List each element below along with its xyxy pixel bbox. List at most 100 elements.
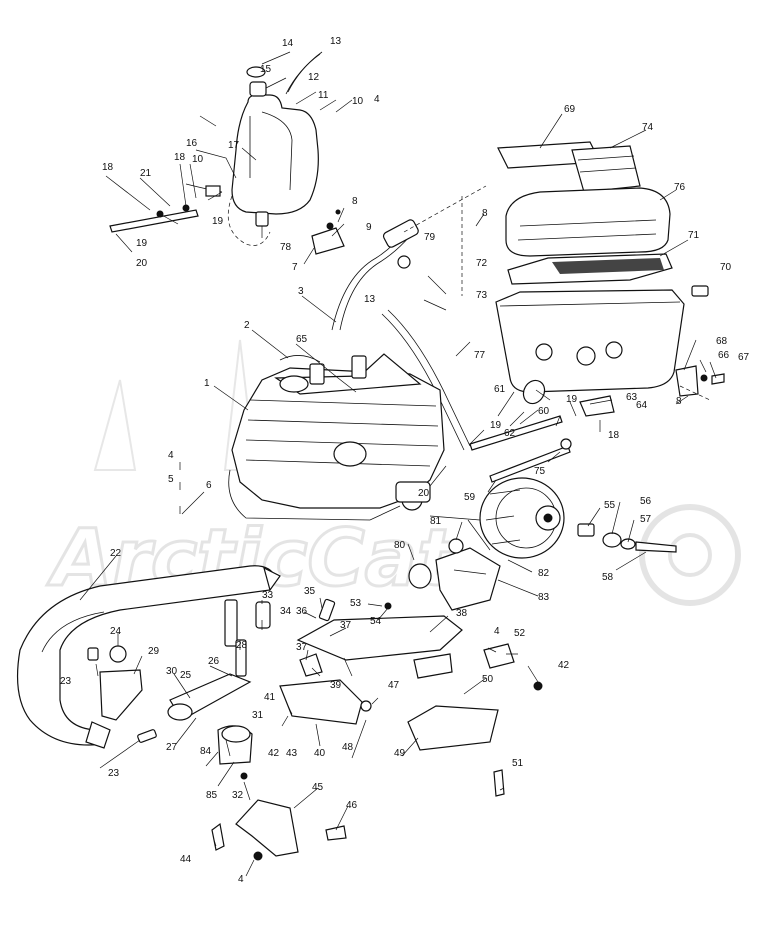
mount-83 [408, 538, 501, 611]
callout-66: 66 [718, 350, 730, 361]
callout-27: 27 [166, 742, 178, 753]
callout-44: 44 [180, 854, 192, 865]
callout-35: 35 [304, 586, 316, 597]
drive-clutch [429, 477, 677, 559]
callout-32: 32 [232, 790, 244, 801]
watermark-spires [93, 339, 257, 471]
callout-28: 28 [236, 640, 248, 651]
callout-85: 85 [206, 790, 218, 801]
callout-20: 20 [418, 488, 430, 499]
callout-1: 1 [204, 378, 210, 389]
callout-38: 38 [456, 608, 468, 619]
callout-56: 56 [640, 496, 652, 507]
callout-19: 19 [136, 238, 148, 249]
leader-lines [79, 51, 717, 877]
callout-53: 53 [350, 598, 362, 609]
callout-78: 78 [280, 242, 292, 253]
callout-15: 15 [260, 64, 272, 75]
clamp-70 [691, 285, 709, 297]
callout-83: 83 [538, 592, 550, 603]
hoses [331, 185, 487, 451]
callout-31: 31 [252, 710, 264, 721]
callout-4: 4 [238, 874, 244, 885]
callout-65: 65 [296, 334, 308, 345]
callout-72: 72 [476, 258, 488, 269]
airbox-lid-76 [505, 187, 671, 257]
callout-64: 64 [636, 400, 648, 411]
callout-4: 4 [168, 450, 174, 461]
callout-30: 30 [166, 666, 178, 677]
oil-cap [246, 66, 266, 78]
callout-4: 4 [494, 626, 500, 637]
bracket-49 [407, 643, 543, 797]
callout-62: 62 [504, 428, 516, 439]
callout-71: 71 [688, 230, 700, 241]
callout-labels: 1 2 3 4 4 4 4 5 6 7 8 8 8 9 10 10 11 12 … [60, 36, 750, 885]
callout-43: 43 [286, 748, 298, 759]
callout-45: 45 [312, 782, 324, 793]
callout-14: 14 [282, 38, 294, 49]
callout-84: 84 [200, 746, 212, 757]
callout-23: 23 [60, 676, 72, 687]
callout-36: 36 [296, 606, 308, 617]
callout-19: 19 [490, 420, 502, 431]
callout-10: 10 [192, 154, 204, 165]
callout-3: 3 [298, 286, 304, 297]
callout-77: 77 [474, 350, 486, 361]
callout-34: 34 [280, 606, 292, 617]
callout-69: 69 [564, 104, 576, 115]
air-box [461, 141, 709, 393]
callout-60: 60 [538, 406, 550, 417]
callout-52: 52 [514, 628, 526, 639]
callout-37: 37 [340, 620, 352, 631]
callout-26: 26 [208, 656, 220, 667]
callout-41: 41 [264, 692, 276, 703]
airbox-hardware [675, 365, 725, 401]
callout-42: 42 [268, 748, 280, 759]
callout-8: 8 [482, 208, 488, 219]
callout-70: 70 [720, 262, 732, 273]
callout-80: 80 [394, 540, 406, 551]
callout-49: 49 [394, 748, 406, 759]
callout-29: 29 [148, 646, 160, 657]
callout-82: 82 [538, 568, 550, 579]
callout-59: 59 [464, 492, 476, 503]
callout-50: 50 [482, 674, 494, 685]
callout-13: 13 [330, 36, 342, 47]
callout-63: 63 [626, 392, 638, 403]
callout-74: 74 [642, 122, 654, 133]
rods [469, 379, 615, 483]
callout-18: 18 [174, 152, 186, 163]
filter-foam-74 [571, 145, 641, 193]
airbox-base-77 [495, 289, 685, 393]
throttle-linkage [109, 183, 223, 233]
callout-67: 67 [738, 352, 750, 363]
callout-10: 10 [352, 96, 364, 107]
callout-12: 12 [308, 72, 320, 83]
callout-76: 76 [674, 182, 686, 193]
callout-46: 46 [346, 800, 358, 811]
callout-25: 25 [180, 670, 192, 681]
engine-block [228, 353, 445, 521]
callout-5: 5 [168, 474, 174, 485]
callout-57: 57 [640, 514, 652, 525]
callout-9: 9 [366, 222, 372, 233]
callout-42: 42 [558, 660, 570, 671]
exhaust-brackets [87, 639, 253, 780]
callout-20: 20 [136, 258, 148, 269]
callout-21: 21 [140, 168, 152, 179]
callout-51: 51 [512, 758, 524, 769]
callout-48: 48 [342, 742, 354, 753]
callout-6: 6 [206, 480, 212, 491]
watermark-wheel [639, 504, 741, 606]
exhaust-muffler [16, 565, 281, 749]
callout-68: 68 [716, 336, 728, 347]
bracket-45 [211, 799, 347, 861]
callout-8: 8 [352, 196, 358, 207]
callout-22: 22 [110, 548, 122, 559]
callout-11: 11 [318, 90, 329, 101]
oil-tank [227, 51, 323, 246]
bracket-9 [311, 209, 345, 255]
callout-4: 4 [374, 94, 380, 105]
